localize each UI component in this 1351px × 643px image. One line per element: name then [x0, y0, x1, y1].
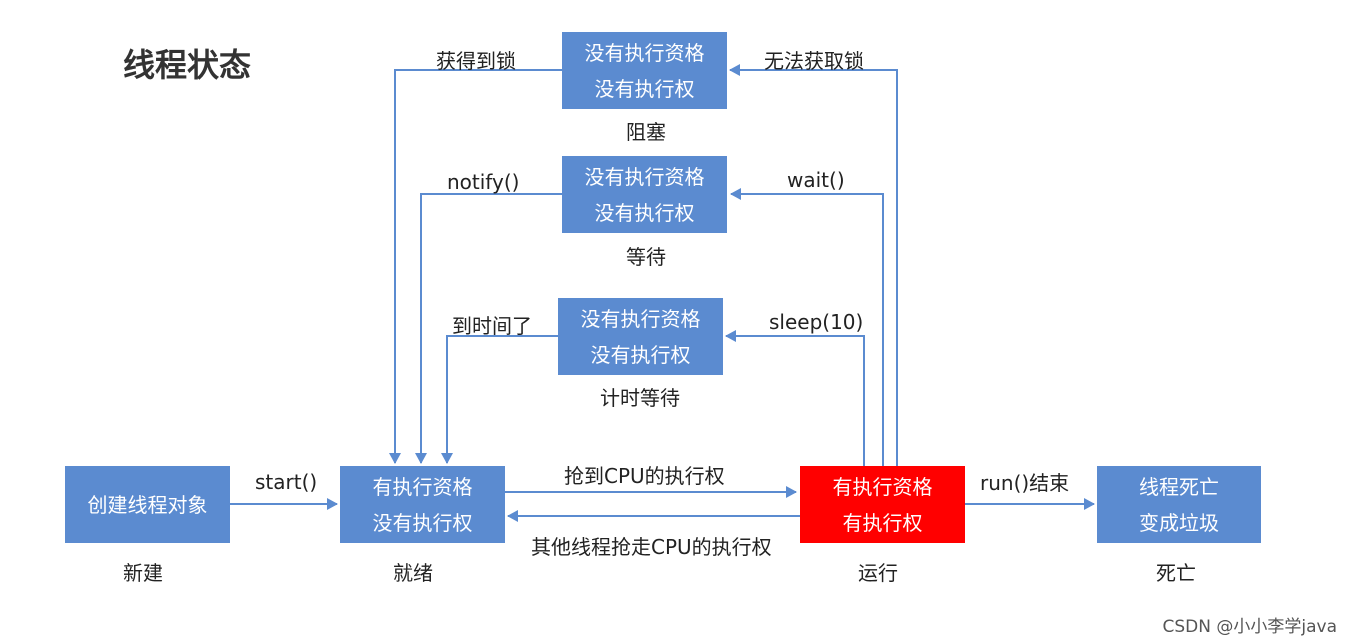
state-new-caption: 新建 [123, 561, 163, 585]
state-running-line2: 有执行权 [842, 510, 923, 535]
label-get-lock: 获得到锁 [436, 49, 516, 73]
state-ready-line2: 没有执行权 [372, 510, 473, 535]
state-waiting-caption: 等待 [626, 245, 666, 269]
watermark: CSDN @小小李学java [1162, 617, 1338, 637]
state-timed-waiting-caption: 计时等待 [600, 386, 680, 410]
state-blocked-line2: 没有执行权 [594, 76, 695, 101]
state-ready-line1: 有执行资格 [372, 474, 473, 499]
arrow-wait [730, 188, 884, 466]
state-waiting-line2: 没有执行权 [594, 200, 695, 225]
state-running-caption: 运行 [858, 561, 898, 585]
state-blocked-caption: 阻塞 [626, 120, 666, 144]
arrow-get-lock [389, 69, 562, 464]
state-ready-caption: 就绪 [393, 561, 433, 585]
state-blocked-box: 没有执行资格 没有执行权 [562, 32, 727, 109]
label-sleep: sleep(10) [769, 310, 864, 334]
arrow-notify [415, 193, 562, 464]
state-timed-waiting-box: 没有执行资格 没有执行权 [558, 298, 723, 375]
state-timed-waiting-line1: 没有执行资格 [580, 306, 701, 331]
state-running-box: 有执行资格 有执行权 [800, 466, 965, 543]
state-new-text: 创建线程对象 [87, 492, 208, 517]
state-blocked-line1: 没有执行资格 [584, 40, 705, 65]
label-wait: wait() [787, 168, 845, 192]
state-waiting-line1: 没有执行资格 [584, 164, 705, 189]
state-ready-box: 有执行资格 没有执行权 [340, 466, 505, 543]
state-dead-caption: 死亡 [1156, 561, 1196, 585]
state-waiting-box: 没有执行资格 没有执行权 [562, 156, 727, 233]
label-run-end: run()结束 [980, 471, 1070, 495]
state-timed-waiting-line2: 没有执行权 [590, 342, 691, 367]
label-no-lock: 无法获取锁 [764, 49, 864, 73]
state-new-box: 创建线程对象 [65, 466, 230, 543]
state-dead-line1: 线程死亡 [1139, 474, 1219, 499]
state-dead-line2: 变成垃圾 [1139, 510, 1219, 535]
page-title: 线程状态 [123, 46, 252, 84]
arrow-no-lock [729, 64, 898, 466]
label-get-cpu: 抢到CPU的执行权 [564, 464, 725, 488]
arrow-time-up [441, 335, 558, 464]
label-notify: notify() [447, 170, 520, 194]
state-dead-box: 线程死亡 变成垃圾 [1097, 466, 1261, 543]
state-running-line1: 有执行资格 [832, 474, 933, 499]
label-start: start() [255, 470, 318, 494]
arrow-sleep [725, 330, 865, 466]
label-time-up: 到时间了 [452, 314, 532, 338]
label-lose-cpu: 其他线程抢走CPU的执行权 [531, 535, 772, 559]
